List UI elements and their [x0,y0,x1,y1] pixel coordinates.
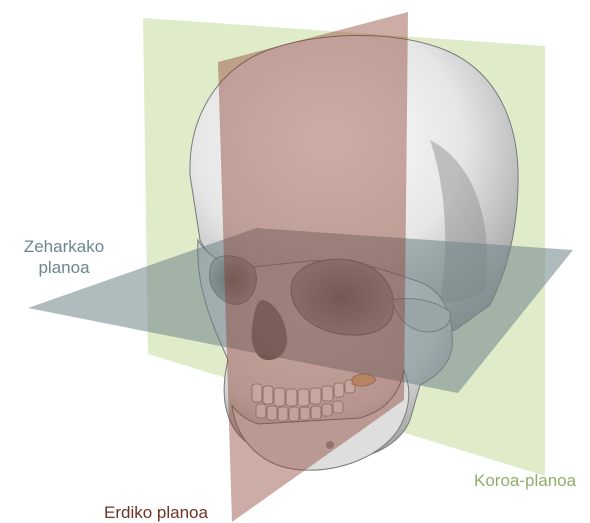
sagittal-plane-label: Erdiko planoa [104,502,208,523]
transverse-plane-label: Zeharkako planoa [8,236,120,278]
coronal-plane-label: Koroa-planoa [474,470,576,491]
transverse-plane-label-line2: planoa [8,257,120,278]
transverse-plane-label-line1: Zeharkako [8,236,120,257]
